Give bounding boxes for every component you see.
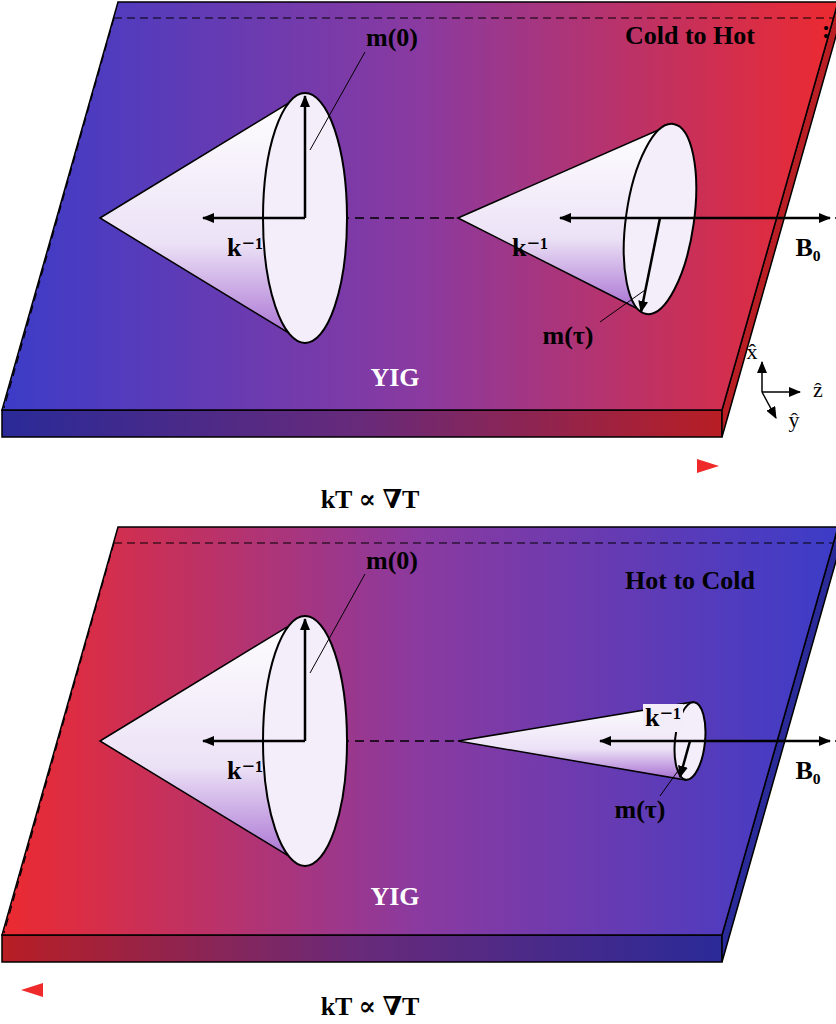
gradient-arrow (20, 464, 718, 468)
material-label: YIG (370, 883, 419, 912)
yig-panel: Hot to ColdYIG (0, 525, 836, 965)
precession-cone (100, 574, 365, 866)
material-label: YIG (370, 364, 419, 393)
yig-panel: Cold to HotYIG (0, 0, 836, 440)
yig-slab (2, 527, 836, 962)
magnetization-label: m(0) (366, 547, 418, 576)
wavevector-label: k⁻¹ (512, 234, 548, 263)
precession-cone (458, 701, 830, 796)
axis-label: ŷ (789, 408, 800, 432)
yig-slab (2, 2, 836, 437)
field-label: B₀ (795, 757, 820, 786)
field-label: B₀ (795, 234, 820, 263)
axis-label: ẑ (813, 378, 823, 402)
wavevector-label: k⁻¹ (643, 704, 683, 733)
fragment-mark: : (822, 16, 831, 45)
precession-cone (100, 52, 365, 343)
magnetization-label: m(τ) (543, 322, 594, 351)
magnetization-label: m(0) (366, 24, 418, 53)
axis-label: x̂ (747, 340, 758, 364)
panel-title: Hot to Cold (625, 567, 755, 596)
gradient-label: kT ∝ ∇T (321, 993, 420, 1022)
gradient-arrow (22, 988, 718, 992)
panel-title: Cold to Hot (625, 22, 755, 51)
gradient-label: kT ∝ ∇T (321, 486, 420, 515)
magnetization-label: m(τ) (615, 796, 666, 825)
precession-cone (458, 119, 830, 322)
wavevector-label: k⁻¹ (227, 234, 263, 263)
wavevector-label: k⁻¹ (227, 757, 263, 786)
